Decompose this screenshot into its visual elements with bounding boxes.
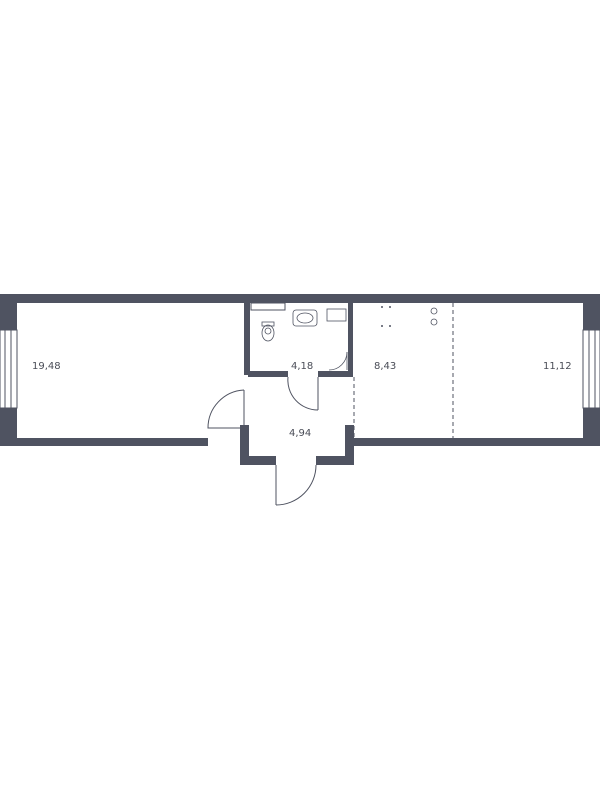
area-label-bathroom: 4,18 bbox=[291, 361, 313, 372]
stove-icon bbox=[381, 306, 391, 327]
door-living-room bbox=[207, 389, 245, 429]
window-right bbox=[582, 329, 600, 409]
area-label-hallway: 4,94 bbox=[289, 428, 311, 439]
toilet-icon bbox=[261, 321, 275, 342]
kitchen-sink-icon bbox=[430, 307, 438, 326]
shower-icon bbox=[326, 308, 348, 371]
sink-icon bbox=[292, 309, 318, 327]
door-bathroom bbox=[287, 376, 319, 411]
window-left bbox=[0, 329, 18, 409]
area-label-kitchen: 8,43 bbox=[374, 361, 396, 372]
zone-separators bbox=[353, 303, 454, 438]
area-label-living-room: 19,48 bbox=[32, 361, 61, 372]
door-entrance bbox=[275, 464, 317, 506]
area-label-bedroom: 11,12 bbox=[543, 361, 572, 372]
walls bbox=[0, 294, 600, 465]
